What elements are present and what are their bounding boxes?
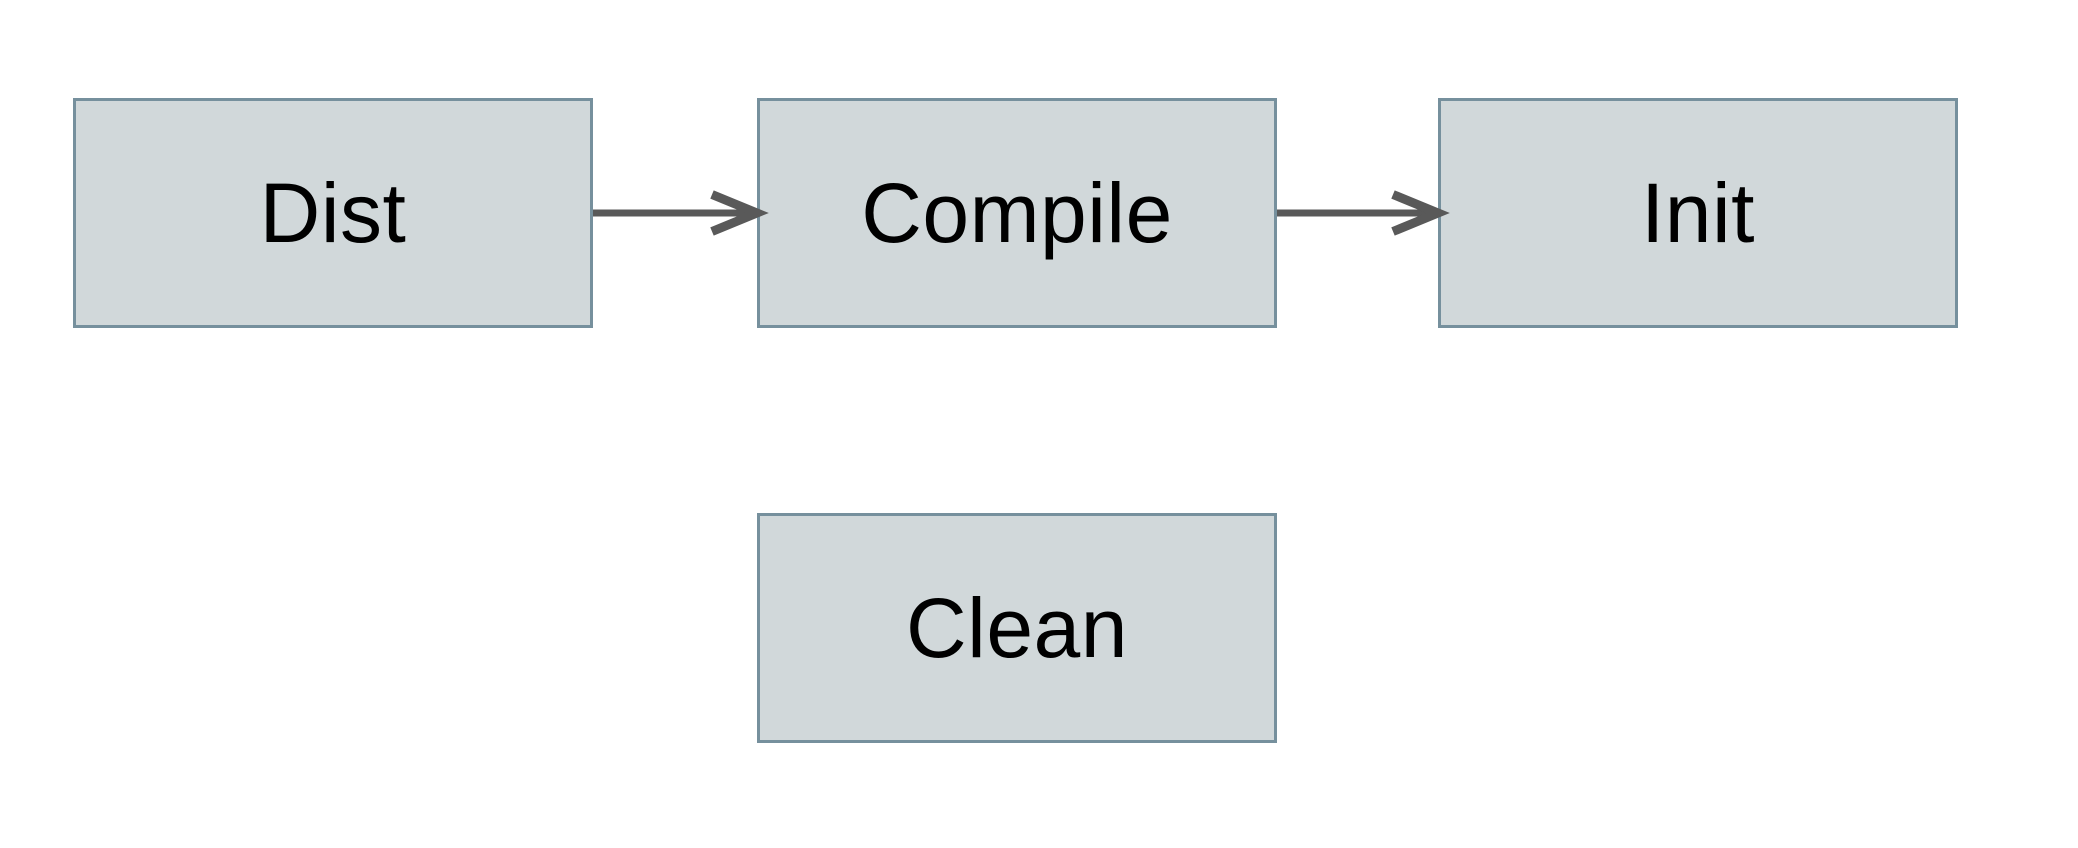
node-dist[interactable]: Dist: [73, 98, 593, 328]
node-dist-label: Dist: [259, 166, 407, 260]
node-clean[interactable]: Clean: [757, 513, 1277, 743]
node-init-label: Init: [1640, 166, 1756, 260]
node-init[interactable]: Init: [1438, 98, 1958, 328]
arrow-compile-to-init: [1277, 190, 1450, 236]
node-compile-label: Compile: [861, 166, 1173, 260]
node-clean-label: Clean: [906, 581, 1128, 675]
node-compile[interactable]: Compile: [757, 98, 1277, 328]
arrow-dist-to-compile: [593, 190, 769, 236]
